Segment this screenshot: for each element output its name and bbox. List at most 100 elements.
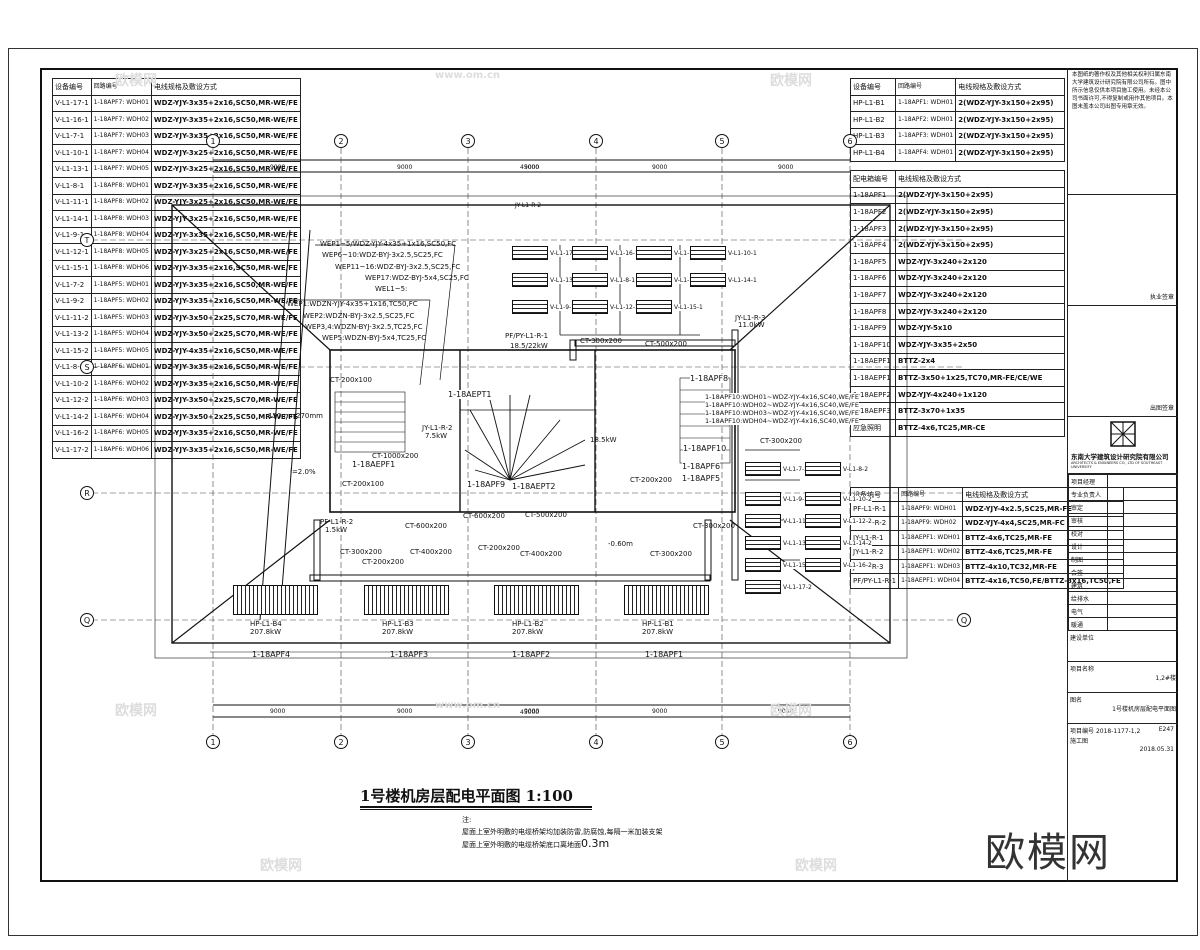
table-cell: 2(WDZ-YJY-3x150+2x95) xyxy=(955,144,1065,162)
copyright-note: 本图纸的著作权及其他相关权利归属东南大学建筑设计研究院有限公司所有。图中所示信息… xyxy=(1068,68,1178,195)
panel-label: 1-18APF3 xyxy=(390,650,429,659)
company-logo-area: 东南大学建筑设计研究院有限公司 ARCHITECTS & ENGINEERS C… xyxy=(1068,417,1178,474)
axis-bubble: 4 xyxy=(589,735,603,749)
signature-row: 设计 xyxy=(1068,539,1178,553)
tray-label: CT-500x200 xyxy=(525,511,567,519)
notes-value: 0.3m xyxy=(581,837,610,850)
axis-bubble: 2 xyxy=(334,735,348,749)
signature-cell xyxy=(1107,487,1178,501)
watermark: 欧模网 xyxy=(795,858,837,874)
cable-tray xyxy=(313,519,321,581)
vrf-unit-label: V-L1-9-2 xyxy=(783,496,809,503)
signature-cell xyxy=(1107,474,1178,488)
stamp-area: 出图签章 xyxy=(1068,306,1178,417)
feed-line-note: 1-18APF10:WDH01~WDZ-YJY-4x16,SC40,WE/FE xyxy=(705,393,860,401)
axis-bubble: 2 xyxy=(334,134,348,148)
parapet-outline xyxy=(154,195,908,659)
vrf-outdoor-unit xyxy=(805,514,841,528)
vrf-outdoor-unit xyxy=(805,492,841,506)
floor-plan xyxy=(92,148,965,735)
wire-note: WEP3,4:WDZN-BYJ-3x2.5,TC25,FC xyxy=(305,323,423,331)
dimension-total: 45000 xyxy=(520,709,540,716)
vrf-unit-label: V-L1-16-1 xyxy=(610,250,639,257)
signature-row: 会签 xyxy=(1068,565,1178,579)
axis-bubble: 6 xyxy=(843,134,857,148)
vrf-outdoor-unit xyxy=(690,273,726,287)
stamp-label: 出图签章 xyxy=(1149,405,1174,412)
signature-label: 审核 xyxy=(1068,513,1108,527)
tray-label: CT-200x100 xyxy=(330,376,372,384)
vrf-outdoor-unit xyxy=(745,580,781,594)
vrf-unit-label: V-L1-15-1 xyxy=(674,304,703,311)
vrf-unit-label: V-L1-13-2 xyxy=(783,540,812,547)
panel-label: 1-18APF4 xyxy=(252,650,291,659)
vrf-outdoor-unit xyxy=(805,558,841,572)
size-label: 270mm xyxy=(296,412,323,420)
feed-line-note: 1-18APF10:WDH04~WDZ-YJY-4x16,SC40,WE/FE xyxy=(705,417,860,425)
signature-label: 校对 xyxy=(1068,526,1108,540)
drain-line xyxy=(259,229,291,621)
level-label: -0.60m xyxy=(608,540,633,548)
signature-label: 会签 xyxy=(1068,565,1108,579)
client-field: 建设单位 xyxy=(1068,631,1178,662)
signature-cell xyxy=(1107,565,1178,579)
notes-line: 屋面上室外明敷的电缆桥架均加装防雷,防腐蚀,每隔一米加装支架 xyxy=(462,828,663,836)
table-cell: PF/PY-L1-R-1 xyxy=(849,573,900,589)
wire-note: WEL1~5: xyxy=(375,285,408,293)
signature-row: 审定 xyxy=(1068,500,1178,514)
dimension-span: 9000 xyxy=(778,164,794,171)
vrf-unit-label: V-L1-12-1 xyxy=(610,304,639,311)
notes-line: 屋面上室外明敷的电缆桥架底口离地面0.3m xyxy=(462,837,610,850)
tray-label: CT-600x200 xyxy=(405,522,447,530)
title-block: 本图纸的著作权及其他相关权利归属东南大学建筑设计研究院有限公司所有。图中所示信息… xyxy=(1067,68,1178,882)
signature-label: 审定 xyxy=(1068,500,1108,514)
watermark: www.om.cn xyxy=(435,70,501,81)
dimension-span: 9000 xyxy=(652,164,668,171)
vrf-outdoor-unit xyxy=(636,300,672,314)
wire-note: WEP1:WDZN-YJY-4x35+1x16,TC50,FC xyxy=(287,300,418,308)
drain-line xyxy=(171,204,331,351)
tray-label: CT-200x200 xyxy=(362,558,404,566)
outer-border xyxy=(8,48,1198,936)
panel-label: 1-18APF8 xyxy=(690,374,729,383)
signature-label: 设计 xyxy=(1068,539,1108,553)
vrf-outdoor-unit xyxy=(572,300,608,314)
signature-row: 建筑 xyxy=(1068,578,1178,592)
tray-label: CT-300x200 xyxy=(693,522,735,530)
wire-note: WEP1~5/WDZ-YJY-4x35+1x16,SC50,FC xyxy=(320,240,457,248)
roof-outline xyxy=(171,204,891,644)
slope-label: i=2.0% xyxy=(290,468,316,476)
tray-label: CT-1000x200 xyxy=(372,452,419,460)
vrf-outdoor-unit xyxy=(805,536,841,550)
vrf-unit-label: V-L1-15-2 xyxy=(783,562,812,569)
cable-tray xyxy=(704,519,712,581)
table-cell: WDZ-YJY-3x35+2x16,SC50,MR-WE/FE xyxy=(150,441,301,459)
machine-room-wall xyxy=(329,349,736,513)
size-label: 150mm xyxy=(268,412,295,420)
axis-bubble: Q xyxy=(80,613,94,627)
fan-power: 18.5/22kW xyxy=(510,342,548,350)
axis-bubble: 1 xyxy=(206,134,220,148)
table-cell: 1-18AEPF1: WDH04 xyxy=(898,573,964,589)
dimension-total: 45000 xyxy=(520,164,540,171)
tray-label: CT-300x200 xyxy=(580,337,622,345)
feed-line-note: 1-18APF10:WDH03~WDZ-YJY-4x16,SC40,WE/FE xyxy=(705,409,860,417)
stamp-label: 执业签章 xyxy=(1149,294,1174,301)
panel-label: 1-18AEPT1 xyxy=(448,390,492,399)
axis-bubble: 5 xyxy=(715,735,729,749)
dimension-span: 9000 xyxy=(524,708,540,715)
tray-label: CT-500x200 xyxy=(645,340,687,348)
vrf-outdoor-unit xyxy=(636,246,672,260)
title-underline xyxy=(360,806,592,808)
dimension-span: 9000 xyxy=(270,164,286,171)
